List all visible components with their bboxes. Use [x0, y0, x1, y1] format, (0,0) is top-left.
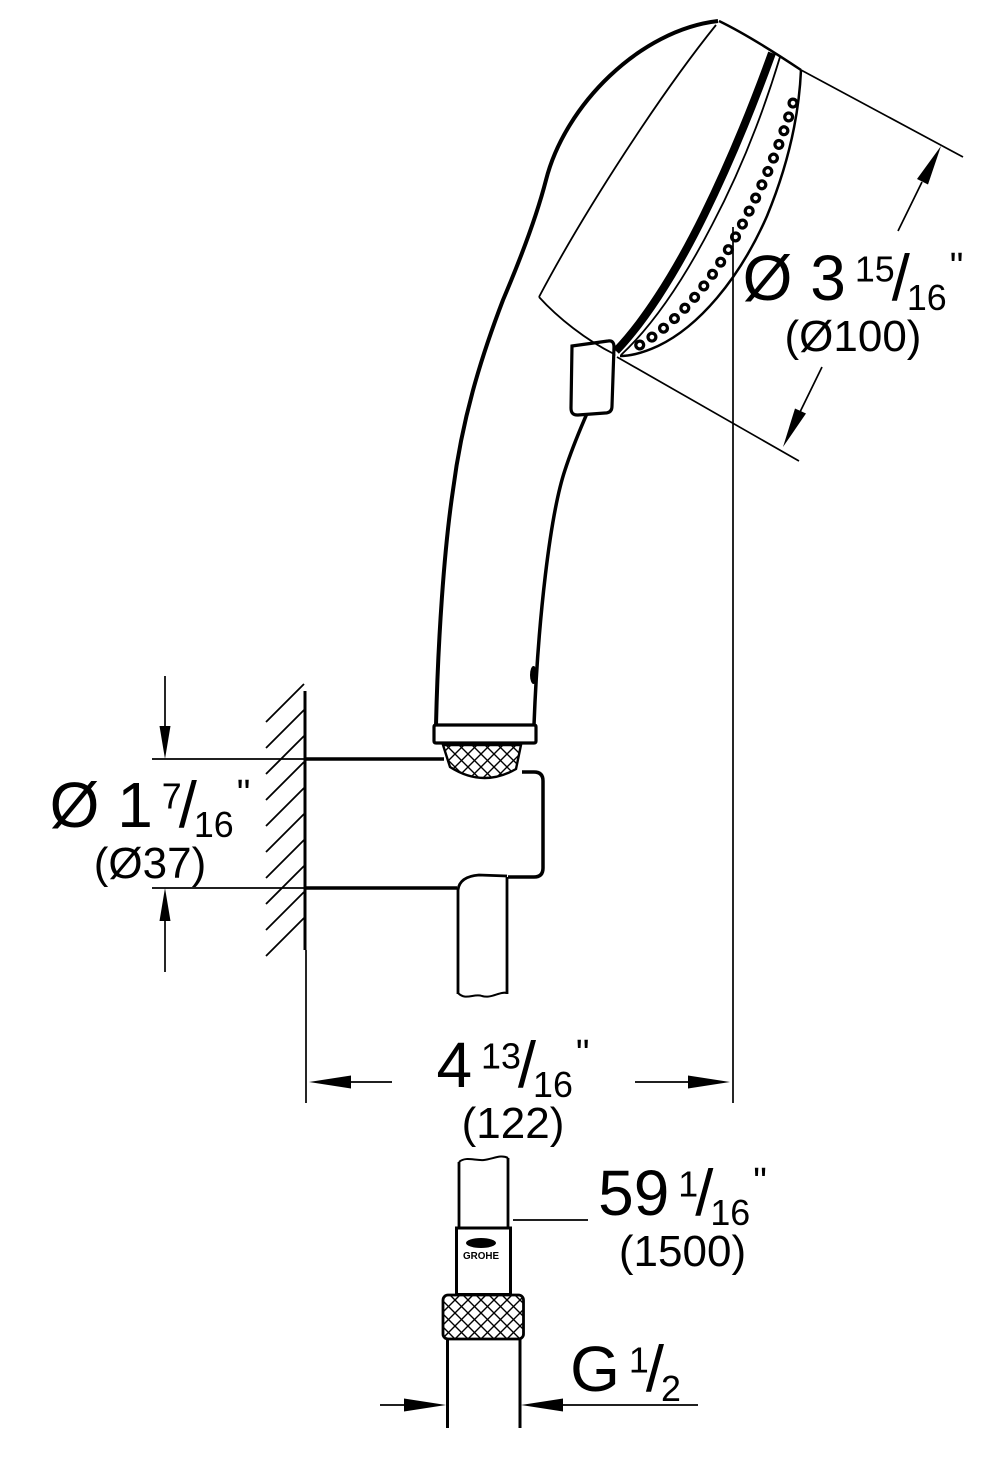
- hose-length-metric: (1500): [618, 1226, 747, 1276]
- wall-hatching: [265, 683, 305, 957]
- handle-hook-tab: [569, 339, 616, 417]
- hose-fitting-body: [455, 1226, 512, 1296]
- holder-diameter-metric: (Ø37): [93, 838, 207, 888]
- hand-shower: [434, 19, 803, 726]
- grohe-logo-text: GROHE: [463, 1250, 499, 1262]
- arrow-thread-left: [404, 1398, 446, 1412]
- hose-knurled-nut: [441, 1293, 525, 1341]
- hose-break-wave-top: [458, 1155, 509, 1163]
- head-back-outline: [434, 19, 719, 726]
- hose-outlet-left-edge: [456, 873, 508, 994]
- shower-head-fill: [503, 21, 801, 356]
- hose-break-wave: [457, 991, 508, 998]
- spray-face-outer-edge: [619, 69, 803, 358]
- head-top-edge: [718, 19, 802, 72]
- handle-end-ring: [432, 723, 538, 745]
- dim-line-head-upper: [897, 181, 923, 232]
- ext-line-head-lower: [616, 356, 800, 462]
- arrow-head-upper: [917, 146, 941, 185]
- arrow-head-lower: [783, 408, 806, 447]
- head-rim-band: [613, 51, 776, 354]
- spray-mode-button: [530, 666, 537, 684]
- head-crease-branch: [538, 296, 615, 355]
- dimension-lines: [152, 69, 964, 1412]
- dim-line-head-lower: [799, 366, 823, 413]
- arrow-122-left: [309, 1075, 351, 1089]
- arrow-holder-up: [159, 888, 171, 921]
- grohe-logo-crown: [466, 1238, 496, 1248]
- head-crease-line: [538, 24, 717, 298]
- ext-line-head-upper: [800, 69, 964, 158]
- wall-holder: [265, 683, 545, 998]
- hose-end-section: GROHE: [441, 1155, 525, 1428]
- holder-right-block: [508, 770, 545, 879]
- hose-nut-knurled-cone: [441, 743, 523, 780]
- spray-nozzle-row-inner: [635, 100, 796, 349]
- arrow-122-right: [688, 1075, 730, 1089]
- wall-to-axis-metric: (122): [461, 1098, 565, 1148]
- head-diameter-metric: (Ø100): [784, 311, 922, 361]
- arrow-holder-down: [159, 726, 171, 759]
- arrow-thread-right: [521, 1398, 563, 1412]
- spray-face-inner-edge: [620, 56, 781, 356]
